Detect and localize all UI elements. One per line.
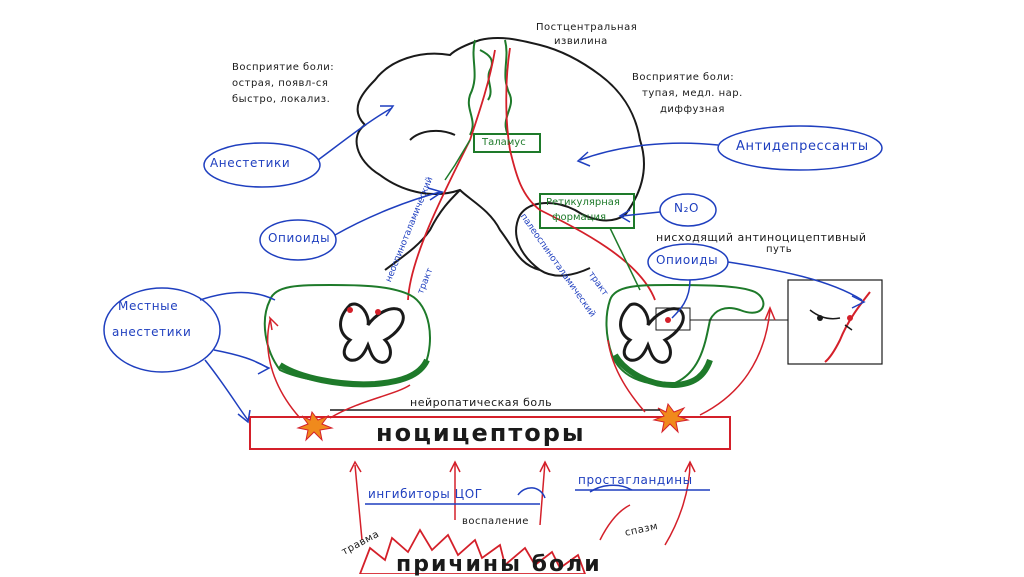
postcentral-gyrus: [467, 39, 513, 136]
causes-label: причины боли: [396, 552, 602, 577]
right-spinal-cord: [605, 284, 788, 389]
reticular-line1: Ретикулярная: [546, 197, 620, 208]
anesthetics-label: Анестетики: [210, 156, 291, 170]
descending-line1: нисходящий антиноцицептивный: [656, 231, 867, 244]
synapse-zoom-box: [655, 307, 691, 331]
pain-spark-left: [296, 410, 334, 442]
sharp-pain-line3: быстро, локализ.: [232, 94, 331, 105]
n2o-label: N₂O: [674, 201, 700, 215]
neospinothalamic-tract: [407, 49, 496, 301]
opioids-left-label: Опиоиды: [268, 231, 331, 245]
causes-burst: [359, 528, 586, 574]
left-gray-matter: [339, 302, 405, 364]
sharp-pain-line2: острая, появл-ся: [232, 78, 329, 89]
n2o-ellipse: [659, 193, 717, 227]
opioids-right-label: Опиоиды: [656, 253, 719, 267]
left-green-tract: [444, 139, 471, 181]
postcentral-label-line2: извилина: [554, 36, 608, 47]
local-anesthetics-line1: Местные: [118, 299, 179, 313]
paleospinothalamic-tract: [505, 47, 656, 301]
dull-pain-line2: тупая, медл. нар.: [642, 88, 743, 99]
inflammation-label: воспаление: [462, 516, 529, 527]
pain-spark-right: [652, 402, 690, 434]
antidepressants-ellipse: [717, 125, 883, 171]
brain-lower-left: [384, 189, 461, 271]
sharp-pain-line1: Восприятие боли:: [232, 62, 335, 73]
antidepressants-label: Антидепрессанты: [736, 139, 869, 154]
prostaglandins-label: простагландины: [578, 473, 693, 487]
thalamus-label: Таламус: [482, 137, 526, 148]
opioids-left-ellipse: [259, 219, 337, 261]
right-green-tract: [609, 227, 641, 291]
brain-outline: [355, 36, 646, 271]
dull-pain-line1: Восприятие боли:: [632, 72, 735, 83]
descending-line2: путь: [766, 244, 793, 255]
right-gray-matter: [619, 302, 685, 364]
cox-inhibitors-label: ингибиторы ЦОГ: [368, 487, 483, 501]
neuropathic-label: нейропатическая боль: [410, 396, 553, 409]
left-spinal-cord: [263, 284, 431, 388]
reticular-line2: формация: [552, 212, 607, 223]
synapse-inset: [787, 279, 883, 365]
anesthetics-ellipse: [203, 142, 321, 188]
brain-inner-curve: [409, 129, 456, 141]
local-anesthetics-line2: анестетики: [112, 325, 192, 339]
nociceptors-box: [249, 416, 731, 450]
brain-stem: [539, 267, 591, 277]
local-anesthetics-ellipse: [103, 287, 221, 373]
postcentral-label-line1: Постцентральная: [536, 22, 638, 33]
nociceptors-label: ноцицепторы: [376, 419, 586, 447]
dull-pain-line3: диффузная: [660, 104, 725, 115]
